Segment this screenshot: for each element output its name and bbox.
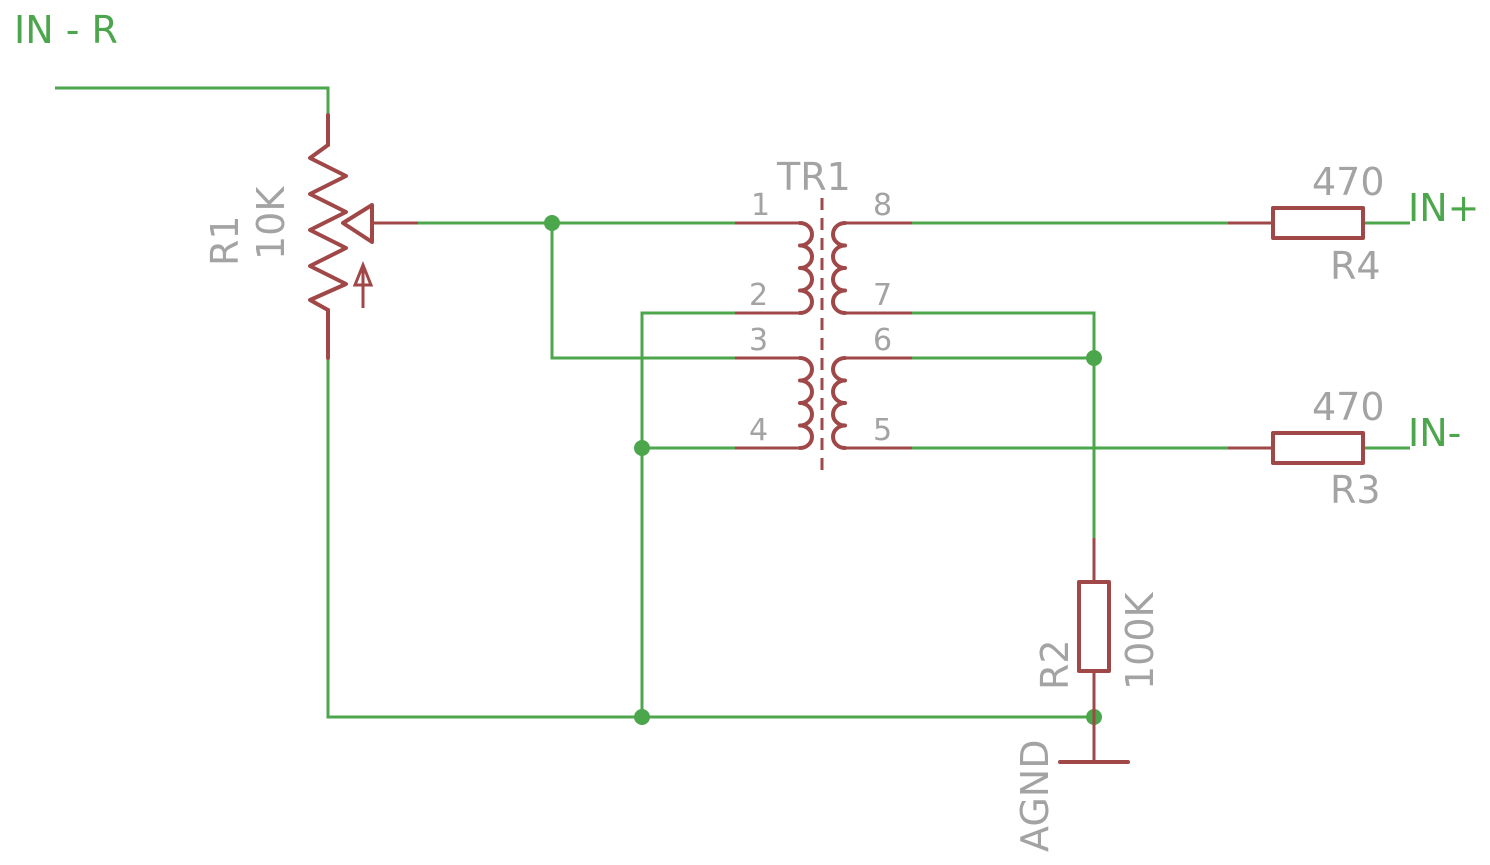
tr1-coil-secondary-a [831,221,847,315]
r1-adjust-arrow [352,260,374,308]
ground-label: AGND [1013,740,1057,852]
wire-pin2-to-ground-bus [640,311,735,717]
wires [55,86,1410,719]
net-label-in-plus: IN+ [1408,186,1479,230]
r1-zigzag [308,143,348,312]
tr1-pin-5-label: 5 [873,413,892,448]
tr1-pin-1-label: 1 [751,188,770,223]
resistor-r2 [1077,538,1111,717]
wire-pin7-to-r2 [912,311,1096,538]
junction-dot [634,709,650,725]
r2-value-label: 100K [1118,591,1162,690]
transformer-tr1 [735,198,912,472]
ground-symbol [1058,717,1130,764]
tr1-pin-8-label: 8 [873,188,892,223]
labels: IN - R IN+ IN- R1 10K TR1 1 2 3 4 5 6 7 … [14,8,1479,852]
potentiometer-r1 [308,113,418,360]
tr1-pin-3-label: 3 [749,323,768,358]
wire-in-r [55,86,330,115]
tr1-coil-primary-b [798,356,814,450]
r3-value-label: 470 [1312,385,1385,429]
tr1-coil-secondary-b [831,356,847,450]
tr1-pin-stubs-left [735,221,800,450]
tr1-pin-2-label: 2 [749,278,768,313]
r4-value-label: 470 [1312,160,1385,204]
r2-body [1077,580,1111,673]
r2-name-label: R2 [1033,639,1077,690]
tr1-name-label: TR1 [776,155,851,199]
r1-name-label: R1 [203,215,247,266]
r4-body [1271,206,1365,240]
r1-value-label: 10K [249,186,293,260]
tr1-pin-stubs-right [845,221,912,450]
junction-dot [634,440,650,456]
tr1-pin-4-label: 4 [749,413,768,448]
net-label-in-minus: IN- [1408,411,1461,455]
net-label-in-r: IN - R [14,8,118,52]
resistor-r3 [1228,431,1365,465]
tr1-coil-primary-a [798,221,814,315]
junctions [544,215,1102,725]
tr1-pin-7-label: 7 [873,278,892,313]
junction-dot [1086,350,1102,366]
wire-r1-bottom-to-ground [326,358,1094,719]
r4-name-label: R4 [1330,244,1381,288]
tr1-pin-6-label: 6 [873,323,892,358]
resistor-r4 [1228,206,1365,240]
r3-body [1271,431,1365,465]
junction-dot [544,215,560,231]
wire-junction-to-pin3 [550,223,735,360]
r3-name-label: R3 [1330,468,1381,512]
